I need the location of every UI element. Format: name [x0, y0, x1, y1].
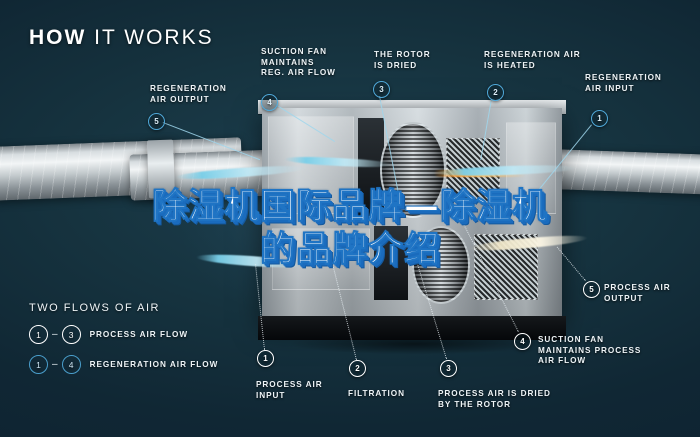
cabinet-body [262, 108, 562, 320]
callout-marker-regeneration-air-input[interactable]: 1 [591, 110, 608, 127]
callout-marker-the-rotor-is-dried[interactable]: 3 [373, 81, 390, 98]
callout-marker-process-air-is-dried-by-the-rotor[interactable]: 3 [440, 360, 457, 377]
callout-marker-process-air-input[interactable]: 1 [257, 350, 274, 367]
page-title: HOW IT WORKS [29, 26, 214, 50]
callout-marker-process-air-output[interactable]: 5 [583, 281, 600, 298]
spiral-duct-right-icon [555, 149, 700, 195]
duct-end-cap-icon [146, 139, 176, 199]
process-fan-icon [412, 226, 470, 304]
callout-marker-suction-fan-maintains-process-air-flow[interactable]: 4 [514, 333, 531, 350]
page-title-light: IT WORKS [86, 26, 214, 49]
legend-heading: TWO FLOWS OF AIR [29, 302, 160, 314]
control-box-dark [374, 226, 408, 300]
legend-dash-regeneration-air-flow: – [52, 359, 58, 370]
fan-housing-dark [358, 118, 384, 216]
callout-label-regeneration-air-output: REGENERATION AIR OUTPUT [150, 84, 227, 104]
callout-label-process-air-input: PROCESS AIR INPUT [256, 380, 323, 400]
legend-row-regeneration-air-flow: 1–4 REGENERATION AIR FLOW [29, 355, 218, 374]
legend-circle-to-regeneration-air-flow: 4 [61, 355, 81, 374]
callout-marker-regeneration-air-is-heated[interactable]: 2 [487, 84, 504, 101]
legend-circle-from-regeneration-air-flow: 1 [29, 355, 48, 374]
callout-label-suction-fan-maintains-reg-air-flow: SUCTION FAN MAINTAINS REG. AIR FLOW [261, 47, 336, 77]
legend-row-process-air-flow: 1–3 PROCESS AIR FLOW [29, 325, 218, 344]
callout-label-process-air-output: PROCESS AIR OUTPUT [604, 283, 671, 303]
legend-dash-process-air-flow: – [52, 329, 58, 340]
legend-circle-to-process-air-flow: 3 [61, 325, 81, 344]
callout-marker-suction-fan-maintains-reg-air-flow[interactable]: 4 [261, 94, 278, 111]
callout-marker-regeneration-air-output[interactable]: 5 [148, 113, 165, 130]
page-title-bold: HOW [29, 26, 87, 49]
callout-label-process-air-is-dried-by-the-rotor: PROCESS AIR IS DRIED BY THE ROTOR [438, 389, 551, 409]
callout-label-filtration: FILTRATION [348, 389, 405, 398]
callout-label-regeneration-air-input: REGENERATION AIR INPUT [585, 73, 662, 93]
callout-marker-filtration[interactable]: 2 [349, 360, 366, 377]
callout-label-the-rotor-is-dried: THE ROTOR IS DRIED [374, 50, 431, 70]
callout-label-suction-fan-maintains-process-air-flow: SUCTION FAN MAINTAINS PROCESS AIR FLOW [538, 335, 642, 365]
callout-label-regeneration-air-is-heated: REGENERATION AIR IS HEATED [484, 50, 581, 70]
legend-circle-from-process-air-flow: 1 [29, 325, 48, 344]
legend-label-regeneration-air-flow: REGENERATION AIR FLOW [89, 360, 219, 369]
legend-label-process-air-flow: PROCESS AIR FLOW [89, 330, 189, 339]
